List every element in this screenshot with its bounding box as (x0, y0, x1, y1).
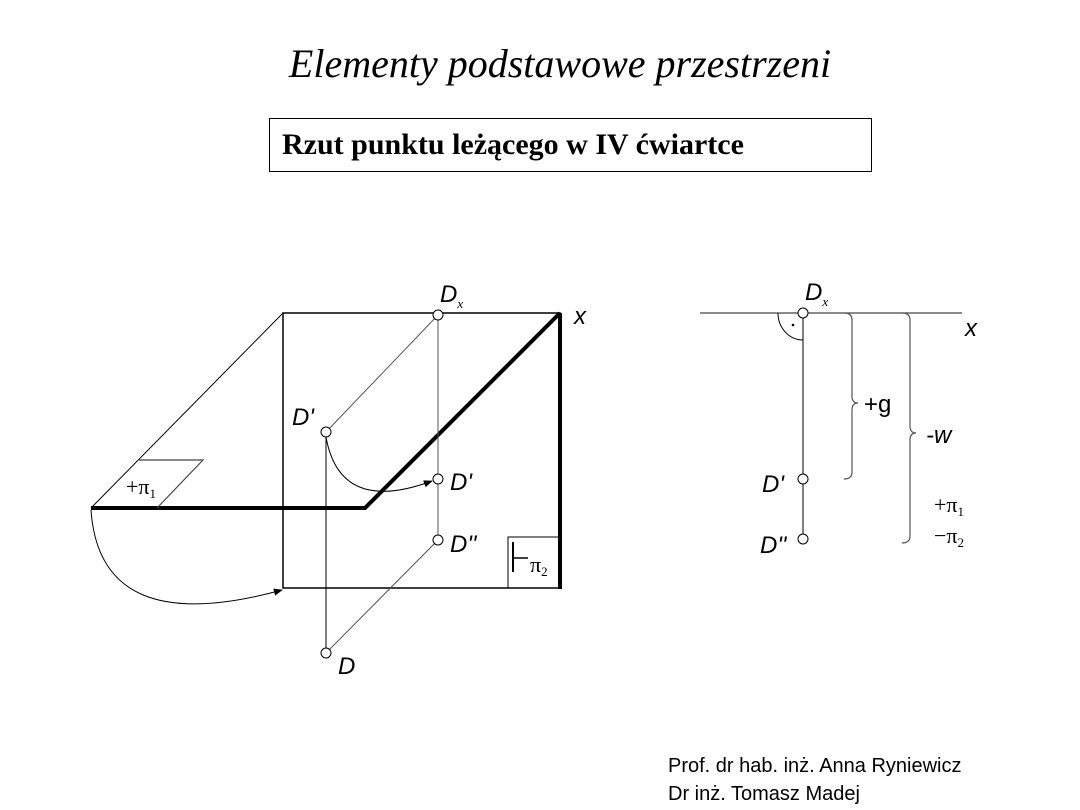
point-d-double-prime (432, 534, 444, 546)
point-dx (432, 309, 444, 321)
pi1-side-edge (90, 312, 284, 509)
right-angle-dot (791, 323, 795, 327)
left-diagram: Dx x D' D' D'' D +π1 π2 (90, 281, 587, 680)
rotation-arrow-large (90, 509, 283, 605)
label-d-prime-1: D' (292, 404, 315, 431)
label-pi1: +π1 (126, 474, 156, 501)
label-pi2: π2 (530, 552, 548, 579)
projection-line-d1-dx (325, 314, 439, 433)
point-d-double-prime (797, 533, 809, 545)
pi2-label-box (507, 536, 561, 589)
label-d-prime-2: D' (450, 469, 473, 496)
pi1-label-box (138, 459, 205, 509)
credit-line: Prof. dr hab. inż. Anna Ryniewicz (668, 755, 962, 777)
label-d: D (338, 653, 355, 680)
author-credits: Prof. dr hab. inż. Anna Ryniewicz Dr inż… (668, 752, 961, 808)
rotation-arrow-small (325, 436, 433, 492)
pi1-edge (91, 311, 562, 510)
credit-line: Dr inż. Tomasz Madej (668, 783, 860, 805)
point-d (320, 647, 332, 659)
label-pi2: −π2 (934, 523, 964, 550)
brace-depth (843, 312, 859, 480)
label-depth: +g (864, 391, 891, 418)
label-dx: Dx (440, 281, 463, 311)
label-dx: Dx (805, 279, 828, 309)
label-d-double-prime: D'' (760, 532, 788, 559)
right-angle-mark (777, 312, 804, 341)
slide-title: Elementy podstawowe przestrzeni (288, 41, 832, 86)
point-d-prime-1 (320, 426, 332, 438)
point-d-prime (797, 473, 809, 485)
right-diagram: Dx x D' D'' +g -w +π1 −π2 (700, 279, 978, 559)
label-pi1: +π1 (934, 492, 964, 519)
label-d-double-prime: D'' (450, 531, 478, 558)
label-d-prime: D' (762, 471, 785, 498)
label-axis-x: x (964, 315, 978, 342)
brace-height (901, 312, 917, 544)
point-d-prime-2 (432, 473, 444, 485)
label-axis-x: x (573, 303, 587, 330)
point-dx (797, 307, 809, 319)
slide-subtitle: Rzut punktu leżącego w IV ćwiartce (269, 118, 872, 172)
projection-line-d-d2 (325, 539, 439, 654)
label-height: -w (926, 422, 953, 449)
